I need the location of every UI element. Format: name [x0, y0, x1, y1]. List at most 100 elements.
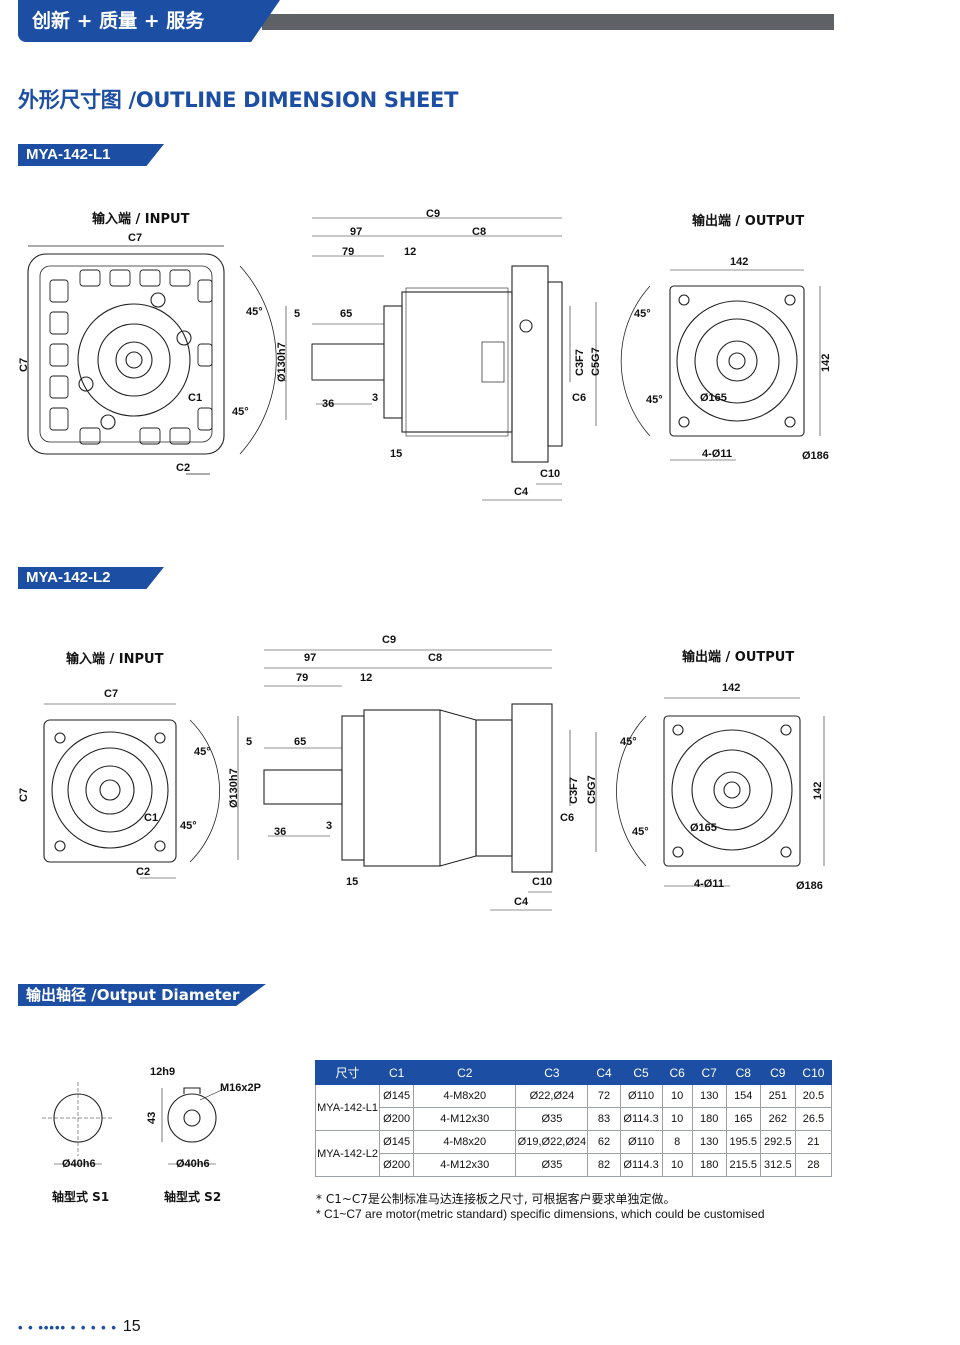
table-cell: Ø110: [619, 1084, 663, 1108]
dim-142b-l1: 142: [820, 353, 832, 372]
table-cell: 165: [725, 1107, 761, 1131]
col-header: C7: [691, 1060, 727, 1085]
dim-c7-l1: C7: [128, 232, 143, 244]
table-cell: 312.5: [759, 1153, 796, 1177]
dim-c7v-l1: C7: [18, 357, 30, 372]
table-cell: 72: [587, 1084, 621, 1108]
spec-table: 尺寸 C1 C2 C3 C4 C5 C6 C7 C8 C9 C10 MYA-14…: [314, 1060, 833, 1177]
drawing-l2: 输入端 / INPUT 输出端 / OUTPUT C7 C7 C1 C2 45°…: [0, 620, 960, 920]
dim-65-l2: 65: [294, 736, 307, 748]
dim-165-l2: Ø165: [690, 822, 717, 834]
dim-5-l2: 5: [246, 736, 253, 748]
dim-5-l1: 5: [294, 308, 301, 320]
col-header: C5: [619, 1060, 663, 1085]
table-cell: 154: [725, 1084, 761, 1108]
table-cell: 4-M8x20: [413, 1084, 517, 1108]
dim-c2-l2: C2: [136, 866, 151, 878]
dim-c3-l2: C3F7: [568, 777, 580, 804]
table-cell: 26.5: [794, 1107, 833, 1131]
dim-c7-l2: C7: [104, 688, 119, 700]
model-tag-l1: MYA-142-L1: [18, 144, 164, 166]
table-cell: 251: [759, 1084, 796, 1108]
table-cell: 8: [661, 1130, 693, 1154]
s1-label: 轴型式 S1: [52, 1190, 110, 1204]
dim-79-l2: 79: [296, 672, 309, 684]
table-cell: Ø22,Ø24: [515, 1084, 589, 1108]
dim-c7v-l2: C7: [18, 787, 30, 802]
dim-c9-l1: C9: [426, 208, 441, 220]
dim-4011-l2: 4-Ø11: [694, 878, 724, 890]
dim-36-l2: 36: [274, 826, 287, 838]
dim-45b-l1: 45°: [232, 406, 249, 418]
dim-97-l1: 97: [350, 226, 363, 238]
page-number: 15: [122, 1318, 141, 1335]
dim-c4-l1: C4: [514, 486, 529, 498]
shaft-sketches: Ø40h6 Ø40h6 12h9 43 M16x2P 轴型式 S1 轴型式 S2: [30, 1060, 280, 1210]
s2-key: 12h9: [150, 1066, 176, 1078]
table-cell: 83: [587, 1107, 621, 1131]
s1-dia: Ø40h6: [62, 1158, 96, 1170]
dim-165-l1: Ø165: [700, 392, 727, 404]
dim-45a-l1: 45°: [246, 306, 263, 318]
footer: • • ••••• • • • • • 15: [18, 1318, 141, 1336]
table-cell: 180: [691, 1153, 727, 1177]
col-header: 尺寸: [314, 1060, 381, 1085]
dim-c1-l1: C1: [188, 392, 203, 404]
col-header: C1: [379, 1060, 415, 1085]
table-row: MYA-142-L1 Ø145 4-M8x20 Ø22,Ø24 72 Ø110 …: [314, 1084, 833, 1131]
table-cell: Ø114.3: [619, 1107, 663, 1131]
dim-c10-l1: C10: [540, 468, 561, 480]
dim-130-l1: Ø130h7: [276, 342, 288, 382]
output-label-l2: 输出端 / OUTPUT: [682, 650, 795, 665]
col-header: C6: [661, 1060, 693, 1085]
table-cell: 10: [661, 1107, 693, 1131]
dim-c5-l1: C5G7: [590, 347, 602, 376]
dim-3-l1: 3: [372, 392, 379, 404]
model-cell: MYA-142-L2: [314, 1130, 381, 1177]
dim-12-l1: 12: [404, 246, 417, 258]
table-row: Ø200 4-M12x30 Ø35 82 Ø114.3 10 180 215.5…: [316, 1153, 833, 1177]
output-diameter-tag: 输出轴径 /Output Diameter: [18, 984, 266, 1006]
table-cell: Ø145: [379, 1084, 415, 1108]
dim-c4-l2: C4: [514, 896, 529, 908]
s2-label: 轴型式 S2: [164, 1190, 222, 1204]
model-tag-l2: MYA-142-L2: [18, 567, 164, 589]
dim-3-l2: 3: [326, 820, 333, 832]
table-cell: Ø145: [379, 1130, 415, 1154]
col-header: C2: [413, 1060, 517, 1085]
header-tab: 创新 + 质量 + 服务: [18, 0, 280, 42]
footer-dots: • • ••••• • • • • •: [18, 1319, 117, 1335]
page-title: 外形尺寸图 /OUTLINE DIMENSION SHEET: [18, 88, 459, 112]
table-cell: 10: [661, 1084, 693, 1108]
dim-c8-l2: C8: [428, 652, 443, 664]
dim-4011-l1: 4-Ø11: [702, 448, 732, 460]
dim-45b-l2: 45°: [180, 820, 197, 832]
dim-79-l1: 79: [342, 246, 355, 258]
drawing-l2-svg: [43, 649, 825, 911]
input-label-l1: 输入端 / INPUT: [92, 212, 190, 227]
table-cell: Ø19,Ø22,Ø24: [515, 1130, 589, 1154]
dim-o45a-l2: 45°: [620, 736, 637, 748]
col-header: C10: [794, 1060, 833, 1085]
dim-186-l2: Ø186: [796, 880, 823, 892]
s2-thread: M16x2P: [220, 1082, 261, 1094]
dim-c6-l1: C6: [572, 392, 587, 404]
dim-c5-l2: C5G7: [586, 775, 598, 804]
table-cell: 130: [691, 1084, 727, 1108]
table-cell: 28: [794, 1153, 833, 1177]
dim-o45b-l1: 45°: [646, 394, 663, 406]
drawing-l1: 输入端 / INPUT 输出端 / OUTPUT C7 C7 C1 C2 45°…: [0, 196, 960, 516]
note-en: * C1~C7 are motor(metric standard) speci…: [316, 1207, 765, 1221]
dim-15-l2: 15: [346, 876, 359, 888]
table-cell: 4-M8x20: [413, 1130, 517, 1154]
dim-186-l1: Ø186: [802, 450, 829, 462]
dim-c1-l2: C1: [144, 812, 159, 824]
table-cell: 215.5: [725, 1153, 761, 1177]
col-header: C8: [725, 1060, 761, 1085]
table-row: Ø200 4-M12x30 Ø35 83 Ø114.3 10 180 165 2…: [316, 1107, 833, 1131]
dim-142b-l2: 142: [812, 781, 824, 800]
output-label-l1: 输出端 / OUTPUT: [692, 214, 805, 229]
table-cell: 180: [691, 1107, 727, 1131]
table-cell: Ø200: [379, 1153, 415, 1177]
input-label-l2: 输入端 / INPUT: [66, 652, 164, 667]
